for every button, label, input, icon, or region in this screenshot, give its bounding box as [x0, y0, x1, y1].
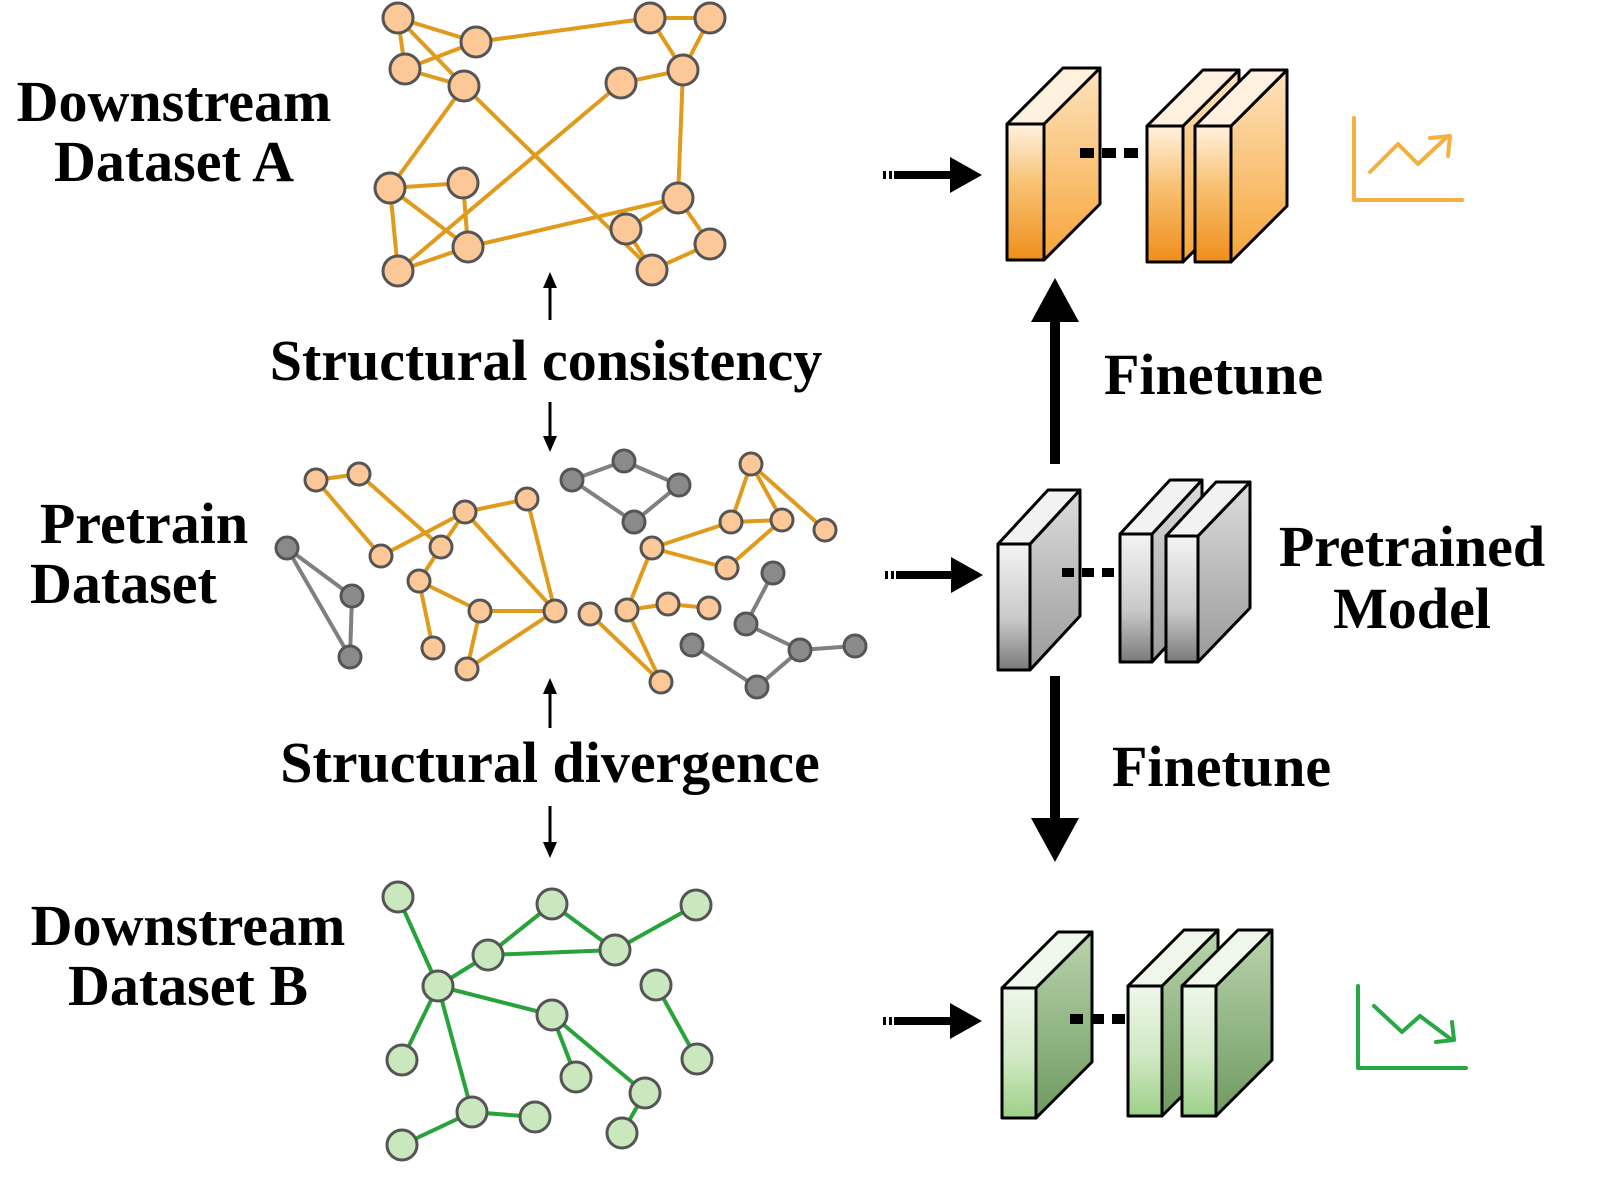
model-dataset-a: [1005, 66, 1289, 264]
dataset-a-label-line1: Downstream: [16, 69, 332, 134]
input-arrow-a: [883, 157, 982, 193]
dataset-b-label-line2: Dataset B: [67, 953, 308, 1018]
graph-dataset-b-nodes: [381, 880, 714, 1162]
pretrained-model-label-line2: Model: [1333, 576, 1491, 641]
dataset-a-label-line2: Dataset A: [53, 129, 294, 194]
graph-pretrain-gray-nodes: [274, 448, 868, 700]
input-arrow-b: [883, 1003, 982, 1039]
finetune-up-arrow: [1031, 278, 1079, 464]
graph-dataset-a-nodes: [373, 1, 727, 288]
finetune-down-label: Finetune: [1112, 734, 1332, 799]
pretrain-dataset-label: Pretrain Dataset: [14, 494, 274, 614]
finetune-up-label: Finetune: [1104, 342, 1324, 407]
pretrained-model: [996, 478, 1252, 672]
graph-pretrain-orange-edges: [314, 462, 827, 684]
pretrain-dataset-label-line2: Dataset: [30, 551, 217, 616]
dataset-a-label: Downstream Dataset A: [0, 72, 348, 192]
finetune-down-arrow: [1031, 676, 1079, 862]
graph-pretrain-orange-nodes: [303, 451, 838, 695]
input-arrow-pretrain: [885, 557, 983, 593]
structural-divergence-label: Structural divergence: [280, 730, 820, 795]
dataset-b-label: Downstream Dataset B: [10, 896, 366, 1016]
pretrain-dataset-label-line1: Pretrain: [39, 491, 249, 556]
dataset-b-label-line1: Downstream: [30, 893, 346, 958]
structural-consistency-label: Structural consistency: [269, 328, 823, 393]
pretrained-model-label-line1: Pretrained: [1278, 514, 1546, 579]
structural-consistency-arrows: [543, 272, 557, 452]
pretrained-model-label: Pretrained Model: [1262, 516, 1562, 640]
model-dataset-b: [1000, 928, 1274, 1120]
trend-up-chart-icon: [1352, 116, 1464, 202]
trend-down-chart-icon: [1356, 984, 1468, 1070]
structural-divergence-arrows: [543, 678, 557, 858]
graph-dataset-a: [388, 16, 712, 273]
